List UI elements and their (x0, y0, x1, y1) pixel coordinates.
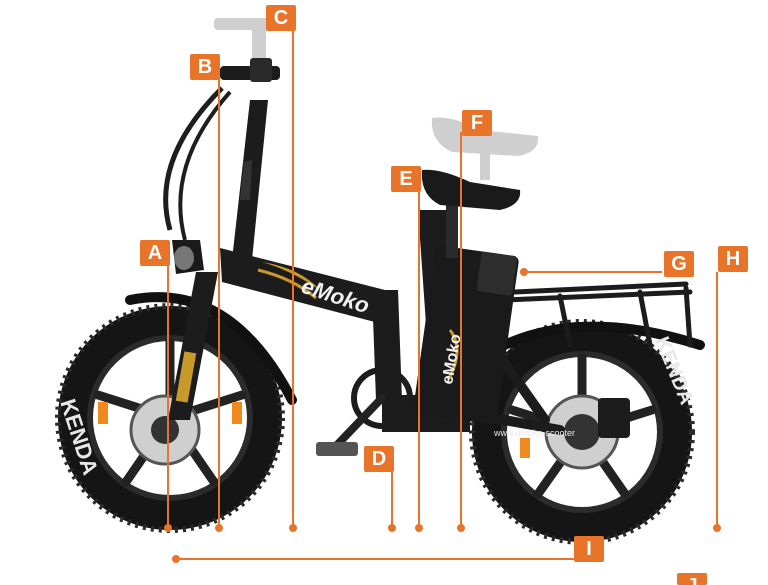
label-d: D (364, 446, 394, 472)
label-c: C (266, 5, 296, 31)
website-decal: www.emoko-scooter (493, 428, 575, 438)
seat-post (446, 198, 458, 258)
label-a: A (140, 240, 170, 266)
headlight (172, 240, 204, 274)
label-e: E (391, 166, 421, 192)
crank-arm (332, 394, 386, 450)
saddle-raised-ghost (431, 117, 539, 156)
label-b: B (190, 54, 220, 80)
front-wheel (55, 303, 285, 533)
label-g: G (664, 251, 694, 277)
cable-bundle (163, 86, 224, 231)
chainring (351, 367, 413, 429)
rear-wheel (469, 319, 695, 545)
battery (413, 245, 519, 425)
front-fender (125, 292, 297, 405)
seat-post-raised-ghost (480, 152, 490, 180)
label-j: J (677, 573, 707, 585)
display (250, 58, 272, 82)
saddle (421, 169, 521, 210)
label-f: F (462, 110, 492, 136)
handlebar-stem (232, 100, 268, 260)
pedal (316, 442, 358, 456)
label-h: H (718, 246, 748, 272)
label-i: I (574, 536, 604, 562)
measurement-lines (164, 30, 721, 563)
front-fork (168, 272, 218, 420)
